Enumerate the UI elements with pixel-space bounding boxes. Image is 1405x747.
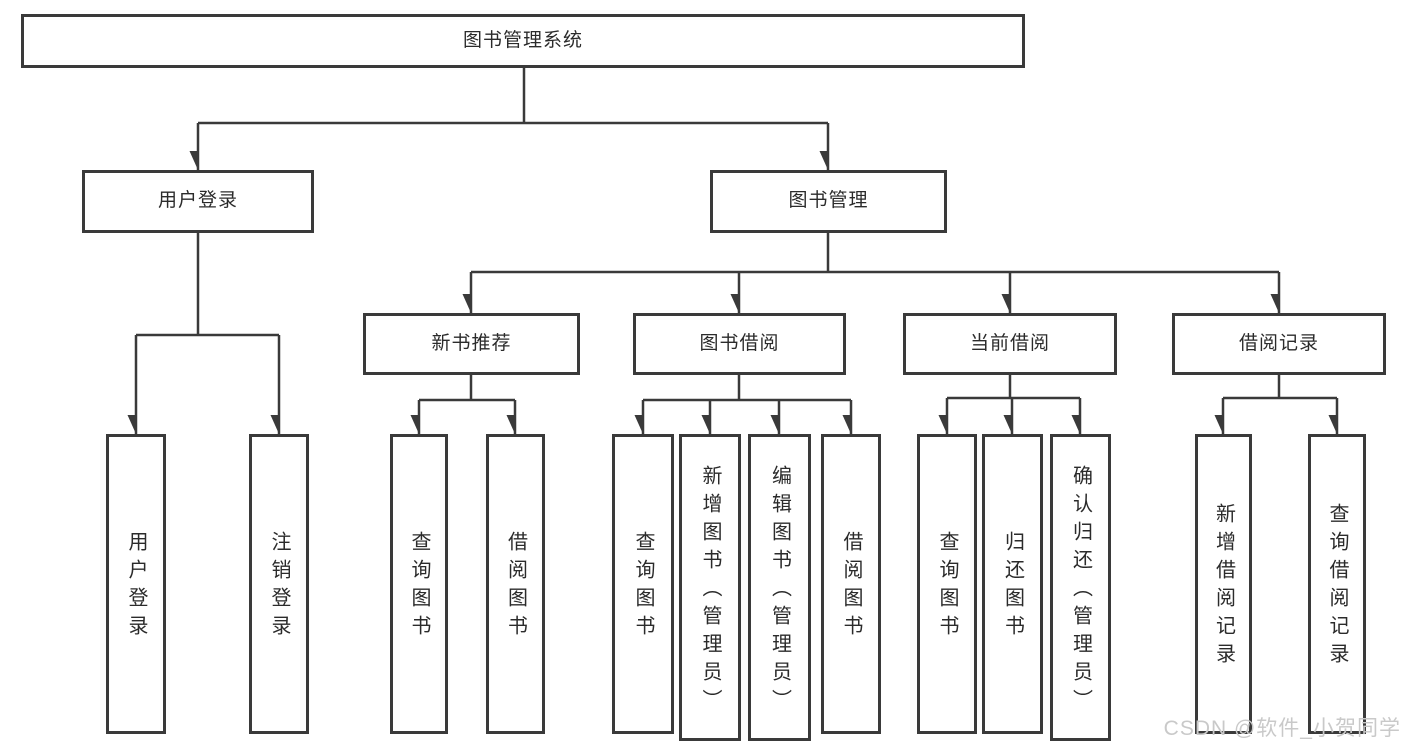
node-new-book-recommend: 新书推荐	[363, 313, 580, 375]
node-user-login: 用户登录	[82, 170, 314, 233]
leaf-borrow-books-recommend: 借阅图书	[486, 434, 545, 734]
leaf-logout: 注销登录	[249, 434, 309, 734]
node-book-management: 图书管理	[710, 170, 947, 233]
node-borrowing-records: 借阅记录	[1172, 313, 1386, 375]
csdn-watermark: CSDN @软件_小贺同学	[1163, 717, 1401, 740]
leaf-borrow-books-borrowing: 借阅图书	[821, 434, 881, 734]
node-book-borrowing: 图书借阅	[633, 313, 846, 375]
leaf-edit-book-admin: 编辑图书（管理员）	[748, 434, 811, 741]
leaf-confirm-return-admin: 确认归还（管理员）	[1050, 434, 1111, 741]
leaf-query-books-current: 查询图书	[917, 434, 977, 734]
leaf-return-book: 归还图书	[982, 434, 1043, 734]
leaf-query-books-borrowing: 查询图书	[612, 434, 674, 734]
leaf-add-book-admin: 新增图书（管理员）	[679, 434, 741, 741]
leaf-add-borrow-record: 新增借阅记录	[1195, 434, 1252, 734]
leaf-query-borrow-record: 查询借阅记录	[1308, 434, 1366, 734]
leaf-query-books-recommend: 查询图书	[390, 434, 448, 734]
node-current-borrowing: 当前借阅	[903, 313, 1117, 375]
node-library-system: 图书管理系统	[21, 14, 1025, 68]
leaf-user-login: 用户登录	[106, 434, 166, 734]
